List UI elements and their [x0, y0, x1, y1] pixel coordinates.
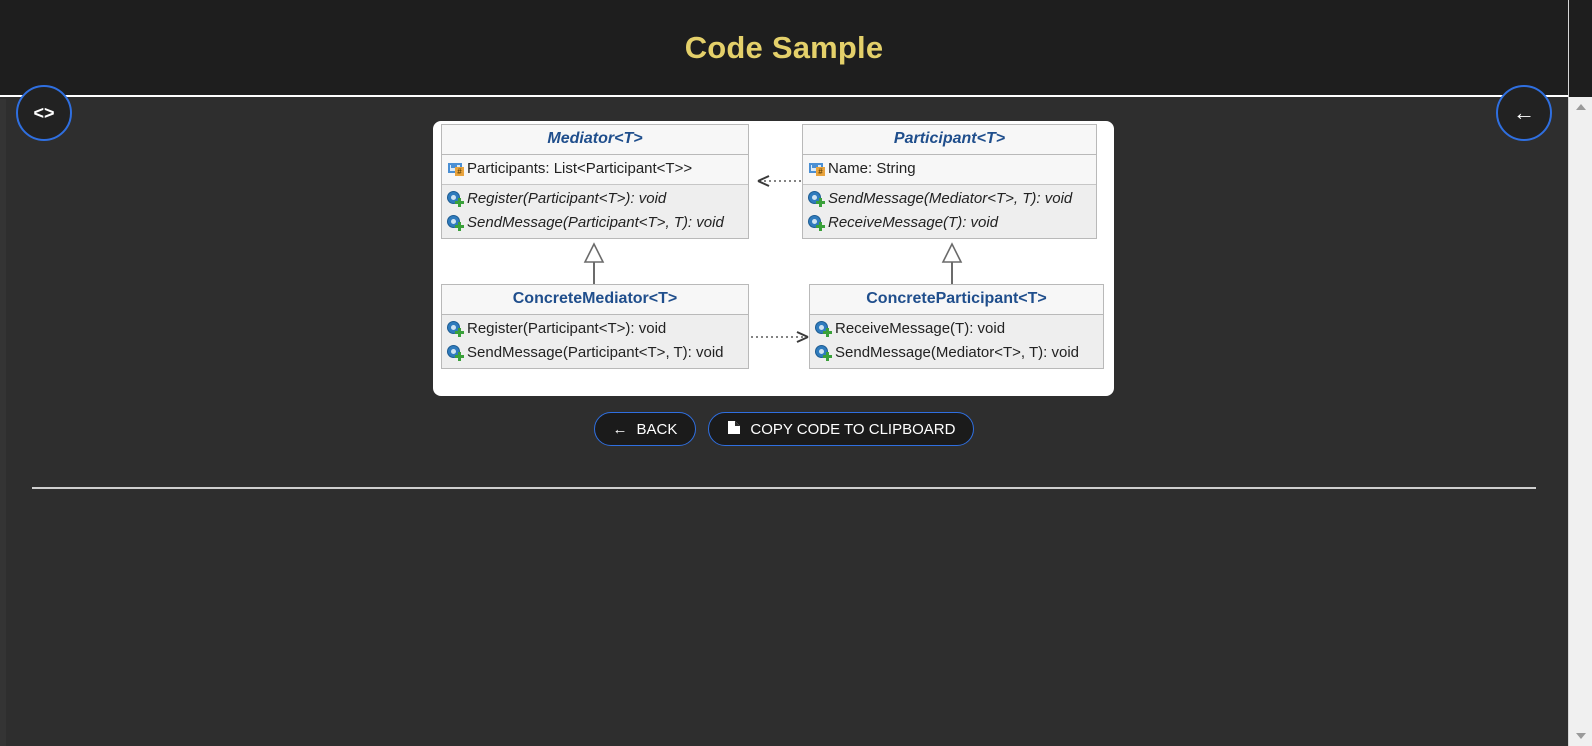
code-toggle-fab[interactable]: <>: [16, 85, 72, 141]
chevron-up-icon: [1576, 104, 1586, 110]
uml-methods-section: Register(Participant<T>): void SendMessa…: [442, 184, 748, 238]
uml-class-title: Participant<T>: [803, 125, 1096, 155]
method-icon: [448, 321, 464, 337]
uml-method-label: SendMessage(Participant<T>, T): void: [467, 344, 724, 361]
method-icon: [448, 215, 464, 231]
uml-method-row: SendMessage(Mediator<T>, T): void: [803, 187, 1096, 211]
arrow-left-icon: ←: [612, 420, 628, 438]
uml-fields-section: # Participants: List<Participant<T>>: [442, 155, 748, 184]
uml-method-label: Register(Participant<T>): void: [467, 190, 667, 207]
uml-field-label: Participants: List<Participant<T>>: [467, 160, 693, 177]
uml-method-row: SendMessage(Mediator<T>, T): void: [810, 341, 1103, 365]
uml-class-title: Mediator<T>: [442, 125, 748, 155]
uml-class-concrete-mediator[interactable]: ConcreteMediator<T> Register(Participant…: [441, 284, 749, 369]
uml-method-label: SendMessage(Mediator<T>, T): void: [835, 344, 1080, 361]
scrollbar-top-cap: [1569, 0, 1592, 97]
method-icon: [816, 345, 832, 361]
uml-class-mediator[interactable]: Mediator<T> # Participants: List<Partici…: [441, 124, 749, 239]
uml-method-row: SendMessage(Participant<T>, T): void: [442, 341, 748, 365]
page-title: Code Sample: [684, 29, 884, 65]
vertical-scrollbar[interactable]: [1568, 0, 1592, 746]
uml-methods-section: ReceiveMessage(T): void SendMessage(Medi…: [810, 315, 1103, 368]
uml-method-label: SendMessage(Mediator<T>, T): void: [828, 190, 1073, 207]
uml-field-row: # Name: String: [803, 157, 1096, 181]
content-area: Mediator<T> # Participants: List<Partici…: [0, 99, 1568, 746]
chevron-down-icon: [1576, 733, 1586, 739]
back-button[interactable]: ← BACK: [593, 412, 697, 446]
method-icon: [816, 321, 832, 337]
method-icon: [448, 191, 464, 207]
uml-class-title: ConcreteMediator<T>: [442, 285, 748, 315]
code-icon: <>: [33, 103, 55, 123]
property-icon: #: [448, 161, 464, 177]
copy-code-button[interactable]: COPY CODE TO CLIPBOARD: [708, 412, 975, 446]
uml-class-title: ConcreteParticipant<T>: [810, 285, 1103, 315]
scroll-up-button[interactable]: [1569, 97, 1592, 117]
method-icon: [809, 191, 825, 207]
uml-method-row: ReceiveMessage(T): void: [810, 317, 1103, 341]
uml-method-label: ReceiveMessage(T): void: [828, 214, 999, 231]
method-icon: [448, 345, 464, 361]
copy-code-button-label: COPY CODE TO CLIPBOARD: [750, 420, 956, 438]
diagram-card: Mediator<T> # Participants: List<Partici…: [433, 121, 1114, 396]
left-rail: [0, 99, 6, 746]
arrow-left-icon: ←: [1513, 100, 1535, 125]
uml-method-label: ReceiveMessage(T): void: [835, 320, 1006, 337]
uml-class-concrete-participant[interactable]: ConcreteParticipant<T> ReceiveMessage(T)…: [809, 284, 1104, 369]
uml-method-label: Register(Participant<T>): void: [467, 320, 667, 337]
uml-methods-section: Register(Participant<T>): void SendMessa…: [442, 315, 748, 368]
scroll-down-button[interactable]: [1569, 726, 1592, 746]
back-fab[interactable]: ←: [1496, 85, 1552, 141]
uml-class-participant[interactable]: Participant<T> # Name: String SendMessag…: [802, 124, 1097, 239]
document-copy-icon: [727, 420, 741, 438]
property-icon: #: [809, 161, 825, 177]
action-button-row: ← BACK COPY CODE TO CLIPBOARD: [0, 412, 1568, 446]
uml-method-row: ReceiveMessage(T): void: [803, 211, 1096, 235]
page-header: Code Sample: [0, 0, 1568, 97]
uml-method-row: Register(Participant<T>): void: [442, 187, 748, 211]
uml-field-row: # Participants: List<Participant<T>>: [442, 157, 748, 181]
uml-field-label: Name: String: [828, 160, 916, 177]
uml-fields-section: # Name: String: [803, 155, 1096, 184]
uml-method-row: Register(Participant<T>): void: [442, 317, 748, 341]
method-icon: [809, 215, 825, 231]
uml-method-label: SendMessage(Participant<T>, T): void: [467, 214, 724, 231]
uml-method-row: SendMessage(Participant<T>, T): void: [442, 211, 748, 235]
uml-methods-section: SendMessage(Mediator<T>, T): void Receiv…: [803, 184, 1096, 238]
back-button-label: BACK: [636, 420, 678, 438]
divider: [32, 487, 1536, 489]
